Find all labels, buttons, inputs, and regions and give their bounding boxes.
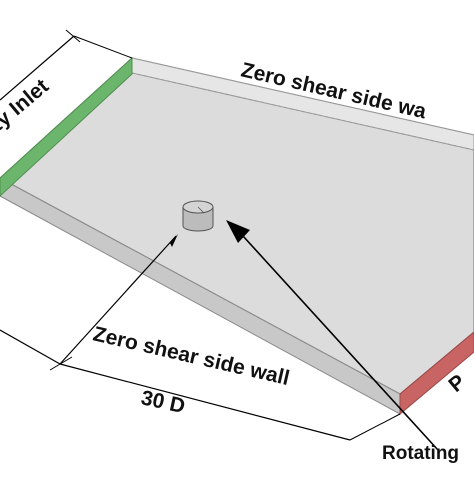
inlet-label: ty Inlet — [0, 75, 53, 136]
length-dimension-label: 30 D — [139, 386, 187, 418]
rotating-cylinder — [182, 200, 214, 232]
inlet-dimension-line — [0, 29, 133, 101]
length-dimension-line — [59, 363, 401, 441]
rotating-arrow — [226, 220, 439, 451]
width-dimension-line — [0, 234, 178, 371]
plate-back-dashed-edge — [131, 72, 474, 151]
inlet-face — [0, 56, 133, 197]
rotating-label: Rotating — [382, 443, 459, 464]
